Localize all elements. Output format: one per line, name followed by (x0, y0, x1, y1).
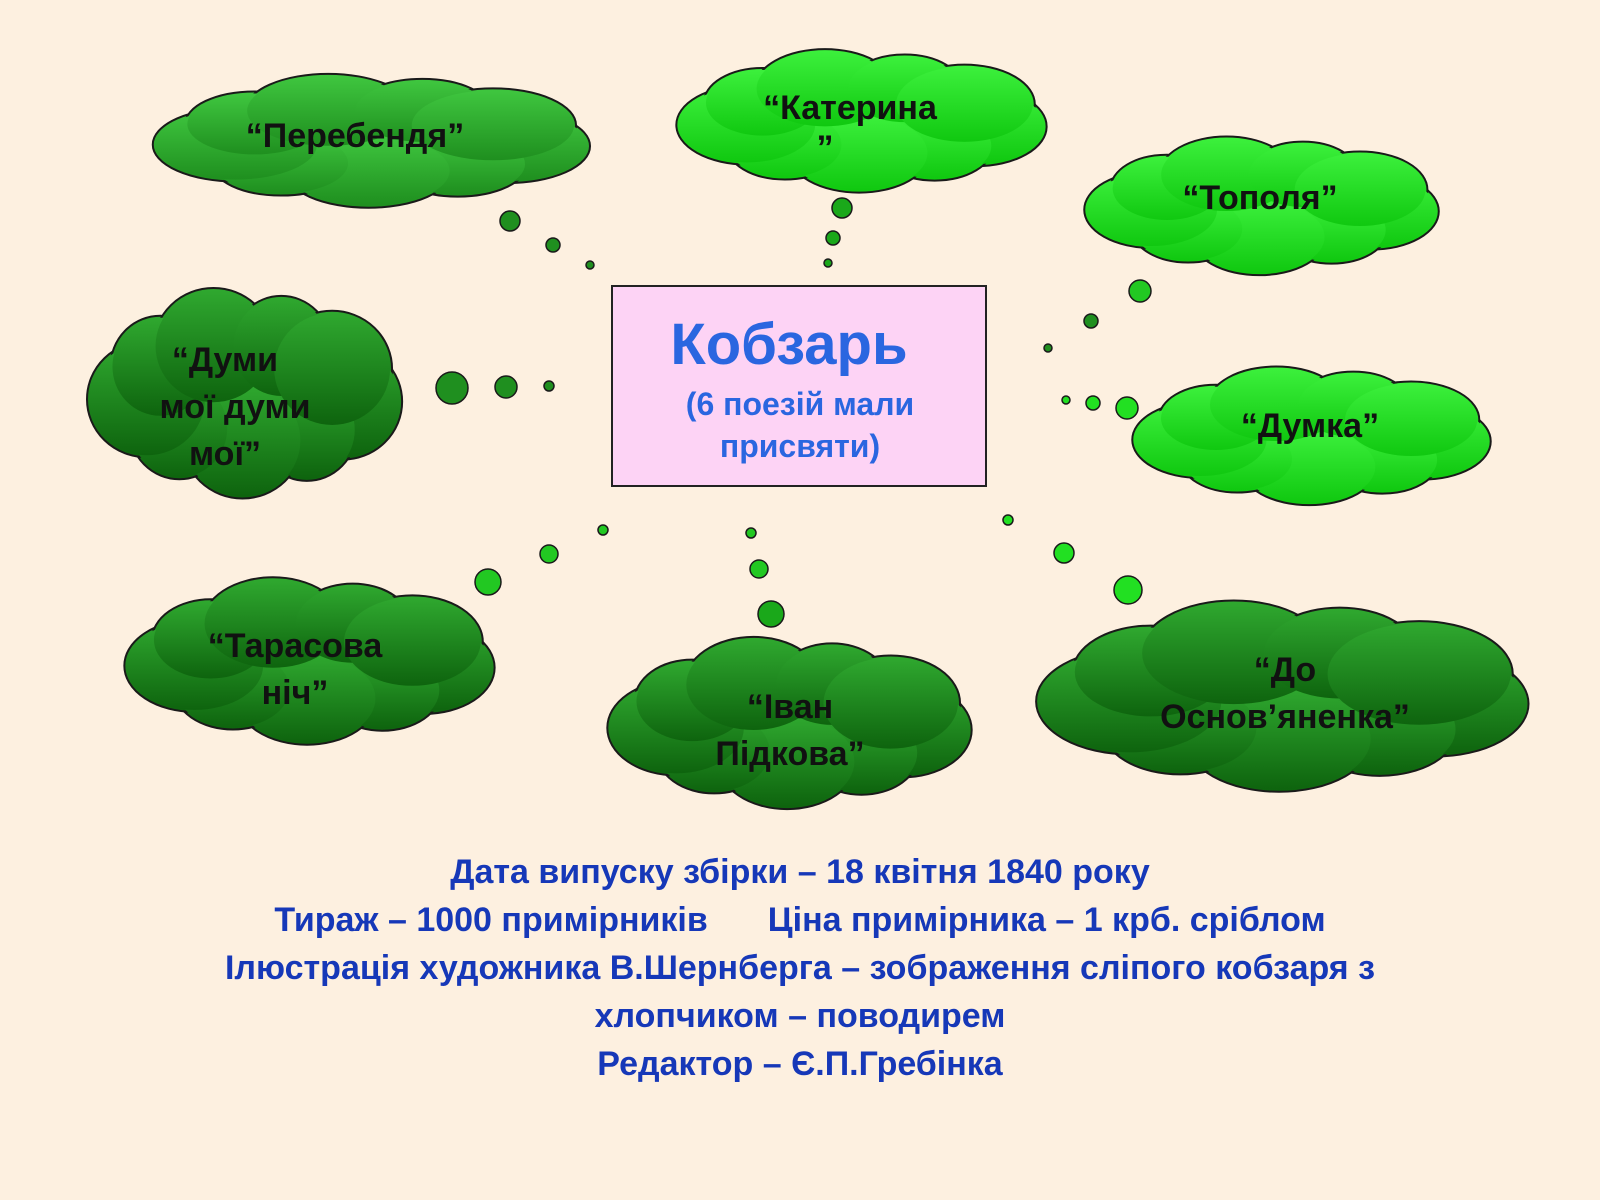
poem-line: “До (1253, 651, 1317, 689)
illustration-line-1: Ілюстрація художника В.Шернберга – зобра… (224, 949, 1375, 987)
thought-dot (543, 380, 555, 392)
poem-dumy: “Думи мої думи мої” (110, 337, 360, 478)
cloud-dumy (85, 287, 404, 500)
poem-line: мої” (188, 435, 262, 473)
poem-dumka: “Думка” (1190, 403, 1430, 450)
thought-dot (1115, 396, 1139, 420)
poem-osnov: “До Основ’яненка” (1120, 647, 1450, 741)
thought-dot (1053, 542, 1075, 564)
poem-ivan: “Іван Підкова” (670, 684, 910, 778)
poem-line: “Тополя” (1182, 179, 1338, 217)
thought-dot (1085, 395, 1101, 411)
center-box: Кобзарь (6 поезій мали присвяти) (611, 285, 987, 487)
cloud-kateryna (675, 48, 1048, 194)
thought-dot (1128, 279, 1152, 303)
poem-line: “Катерина (763, 89, 937, 127)
thought-dot (749, 559, 769, 579)
editor: Редактор – Є.П.Гребінка (597, 1045, 1003, 1083)
thought-dot (1002, 514, 1014, 526)
thought-dot (825, 230, 841, 246)
cloud-tarasova (123, 576, 496, 746)
thought-dot (585, 260, 595, 270)
thought-dot (474, 568, 502, 596)
cloud-perebendia (151, 72, 592, 209)
center-subtitle-line: присвяти) (719, 428, 881, 464)
thought-dot (435, 371, 469, 405)
poem-line: “Перебендя” (245, 117, 465, 155)
poem-line: ” (816, 129, 834, 167)
thought-dot (757, 600, 785, 628)
print-run-and-price: Тираж – 1000 примірників Ціна примірника … (100, 896, 1500, 944)
center-title: Кобзарь (670, 312, 908, 377)
thought-dot (1043, 343, 1053, 353)
thought-dot (597, 524, 609, 536)
poem-line: мої думи (159, 388, 311, 426)
poem-line: Основ’яненка” (1160, 698, 1410, 736)
thought-dot (1113, 575, 1143, 605)
thought-dot (745, 527, 757, 539)
thought-dot (545, 237, 561, 253)
thought-dot (1083, 313, 1099, 329)
poem-line: “Думи (171, 341, 279, 379)
thought-dot (499, 210, 521, 232)
info-block: Дата випуску збірки – 18 квітня 1840 рок… (100, 848, 1500, 1088)
thought-dot (494, 375, 518, 399)
thought-dot (831, 197, 853, 219)
center-subtitle-line: (6 поезій мали (685, 386, 915, 422)
poem-perebendia: “Перебендя” (200, 113, 510, 160)
release-date: Дата випуску збірки – 18 квітня 1840 рок… (450, 853, 1150, 891)
thought-dot (823, 258, 833, 268)
poem-line: “Думка” (1240, 407, 1380, 445)
cloud-topolia (1083, 135, 1440, 277)
cloud-ivan (606, 635, 973, 811)
cloud-dumka (1131, 365, 1492, 507)
thought-dot (539, 544, 559, 564)
thought-dot (1061, 395, 1071, 405)
poem-line: “Тарасова (207, 627, 383, 665)
price: Ціна примірника – 1 крб. сріблом (767, 901, 1326, 939)
poem-line: “Іван (746, 688, 834, 726)
poem-line: ніч” (261, 674, 329, 712)
poem-line: Підкова” (715, 735, 865, 773)
center-subtitle: (6 поезій мали присвяти) (623, 383, 977, 467)
poem-tarasova: “Тарасова ніч” (170, 623, 420, 717)
print-run: Тираж – 1000 примірників (274, 901, 708, 939)
cloud-osnov (1035, 599, 1530, 793)
illustration-line-2: хлопчиком – поводирем (594, 997, 1006, 1035)
poem-kateryna: “Катерина ” (720, 88, 980, 168)
poem-topolia: “Тополя” (1140, 175, 1380, 222)
